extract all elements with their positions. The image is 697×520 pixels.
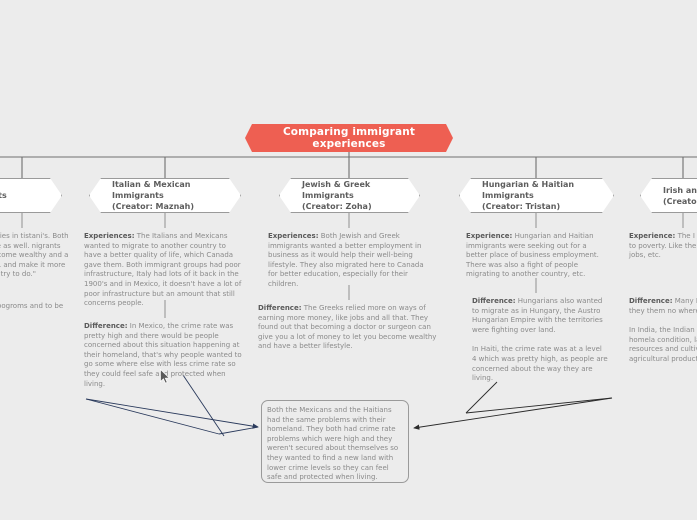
section-text-1-1: In Mexico, the crime rate was pretty hig…: [84, 322, 242, 388]
mouse-cursor-icon: [160, 369, 171, 384]
root-node-banner[interactable]: Comparing immigrant experiences: [245, 124, 453, 152]
branch-header-hungarian-haitian[interactable]: Hungarian & Haitian Immigrants (Creator: …: [459, 178, 614, 213]
section-text-0-0: e left their home nities in tistani's. B…: [0, 232, 69, 279]
section-text-3-2: In Haiti, the crime rate was at a level …: [472, 345, 608, 383]
section-text-4-2: In India, the Indian ir because their ho…: [629, 326, 697, 363]
section-text-4-1: Many Iri from people and they them no wh…: [629, 297, 697, 315]
section-text-4-0: The I immigrants had a l to poverty. Lik…: [629, 232, 697, 260]
branch-header-irish-indian[interactable]: Irish and(Creator:: [640, 178, 697, 213]
branch-title-text-1: Italian & Mexican Immigrants: [112, 180, 191, 200]
section-label-2-0: Experiences:: [268, 232, 319, 240]
branch-body-jewish-greek-diff: Difference: The Greeks relied more on wa…: [258, 304, 440, 352]
branch-body-jewish-greek: Experiences: Both Jewish and Greek immig…: [268, 232, 432, 290]
branch-header-jewish-greek[interactable]: Jewish & Greek Immigrants (Creator: Zoha): [279, 178, 420, 213]
section-label-3-0: Experience:: [466, 232, 513, 240]
section-text-3-1: Hungarians also wanted to migrate as in …: [472, 297, 603, 334]
summary-text: Both the Mexicans and the Haitians had t…: [267, 406, 399, 482]
branch-header-left-cutoff[interactable]: Immigrants: [0, 178, 62, 213]
section-label-1-1: Difference:: [84, 322, 128, 330]
branch-body-irish-indian-diff: Difference: Many Iri from people and the…: [629, 297, 697, 365]
branch-body-irish-indian: Experience: The I immigrants had a l to …: [629, 232, 697, 261]
branch-creator-4: (Creator:: [663, 196, 697, 206]
section-text-2-1: The Greeks relied more on ways of earnin…: [258, 304, 437, 351]
section-label-4-0: Experience:: [629, 232, 676, 240]
branch-body-hungarian-haitian: Experience: Hungarian and Haitian immigr…: [466, 232, 606, 280]
branch-title-jewish-greek: Jewish & Greek Immigrants (Creator: Zoha): [280, 179, 419, 212]
branch-body-italian-mexican: Experiences: The Italians and Mexicans w…: [84, 232, 242, 309]
section-text-1-0: The Italians and Mexicans wanted to migr…: [84, 232, 242, 308]
branch-title-text-3: Hungarian & Haitian Immigrants: [482, 180, 575, 200]
section-text-2-0: Both Jewish and Greek immigrants wanted …: [268, 232, 424, 288]
branch-header-italian-mexican[interactable]: Italian & Mexican Immigrants (Creator: Ma…: [89, 178, 241, 213]
branch-body-left-cutoff: e left their home nities in tistani's. B…: [0, 232, 70, 321]
branch-title-text-4: Irish and: [663, 185, 697, 195]
branch-title-irish-indian: Irish and(Creator:: [641, 185, 697, 207]
branch-creator-3: (Creator: Tristan): [482, 202, 561, 211]
branch-body-italian-mexican-diff: Difference: In Mexico, the crime rate wa…: [84, 322, 242, 389]
branch-title-text-2: Jewish & Greek Immigrants: [302, 180, 371, 200]
section-label-3-1: Difference:: [472, 297, 516, 305]
section-label-4-1: Difference:: [629, 297, 673, 305]
branch-creator-2: (Creator: Zoha): [302, 202, 372, 211]
branch-title-left-cutoff: Immigrants: [0, 191, 7, 200]
section-label-1-0: Experiences:: [84, 232, 135, 240]
branch-title-hungarian-haitian: Hungarian & Haitian Immigrants (Creator: …: [460, 179, 613, 212]
branch-title-italian-mexican: Italian & Mexican Immigrants (Creator: Ma…: [90, 179, 240, 212]
branch-creator-1: (Creator: Maznah): [112, 202, 195, 211]
section-text-0-1: d to come to e the pogroms and to be put…: [0, 301, 64, 310]
branch-body-hungarian-haitian-diff: Difference: Hungarians also wanted to mi…: [472, 297, 608, 384]
section-text-3-0: Hungarian and Haitian immigrants were se…: [466, 232, 599, 279]
section-label-2-1: Difference:: [258, 304, 302, 312]
summary-box[interactable]: [261, 400, 409, 483]
